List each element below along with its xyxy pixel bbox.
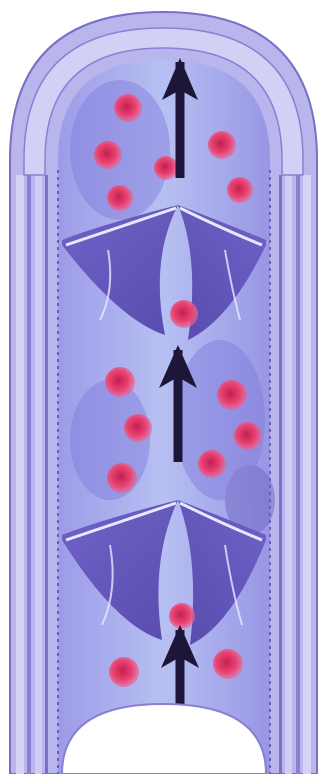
blood-cell	[94, 141, 122, 169]
blood-cell	[107, 185, 133, 211]
blood-cell	[169, 603, 195, 629]
blood-cell	[208, 131, 236, 159]
blood-cell	[213, 649, 243, 679]
blood-cell	[227, 177, 253, 203]
blood-cell	[170, 300, 198, 328]
blood-cell	[154, 156, 178, 180]
blood-cell	[198, 450, 226, 478]
blood-cell	[234, 422, 262, 450]
blood-cell	[114, 94, 142, 122]
blood-cell	[124, 414, 152, 442]
blood-cell	[107, 463, 137, 493]
blood-cell	[105, 367, 135, 397]
blood-cell	[217, 380, 247, 410]
blood-cell	[109, 657, 139, 687]
